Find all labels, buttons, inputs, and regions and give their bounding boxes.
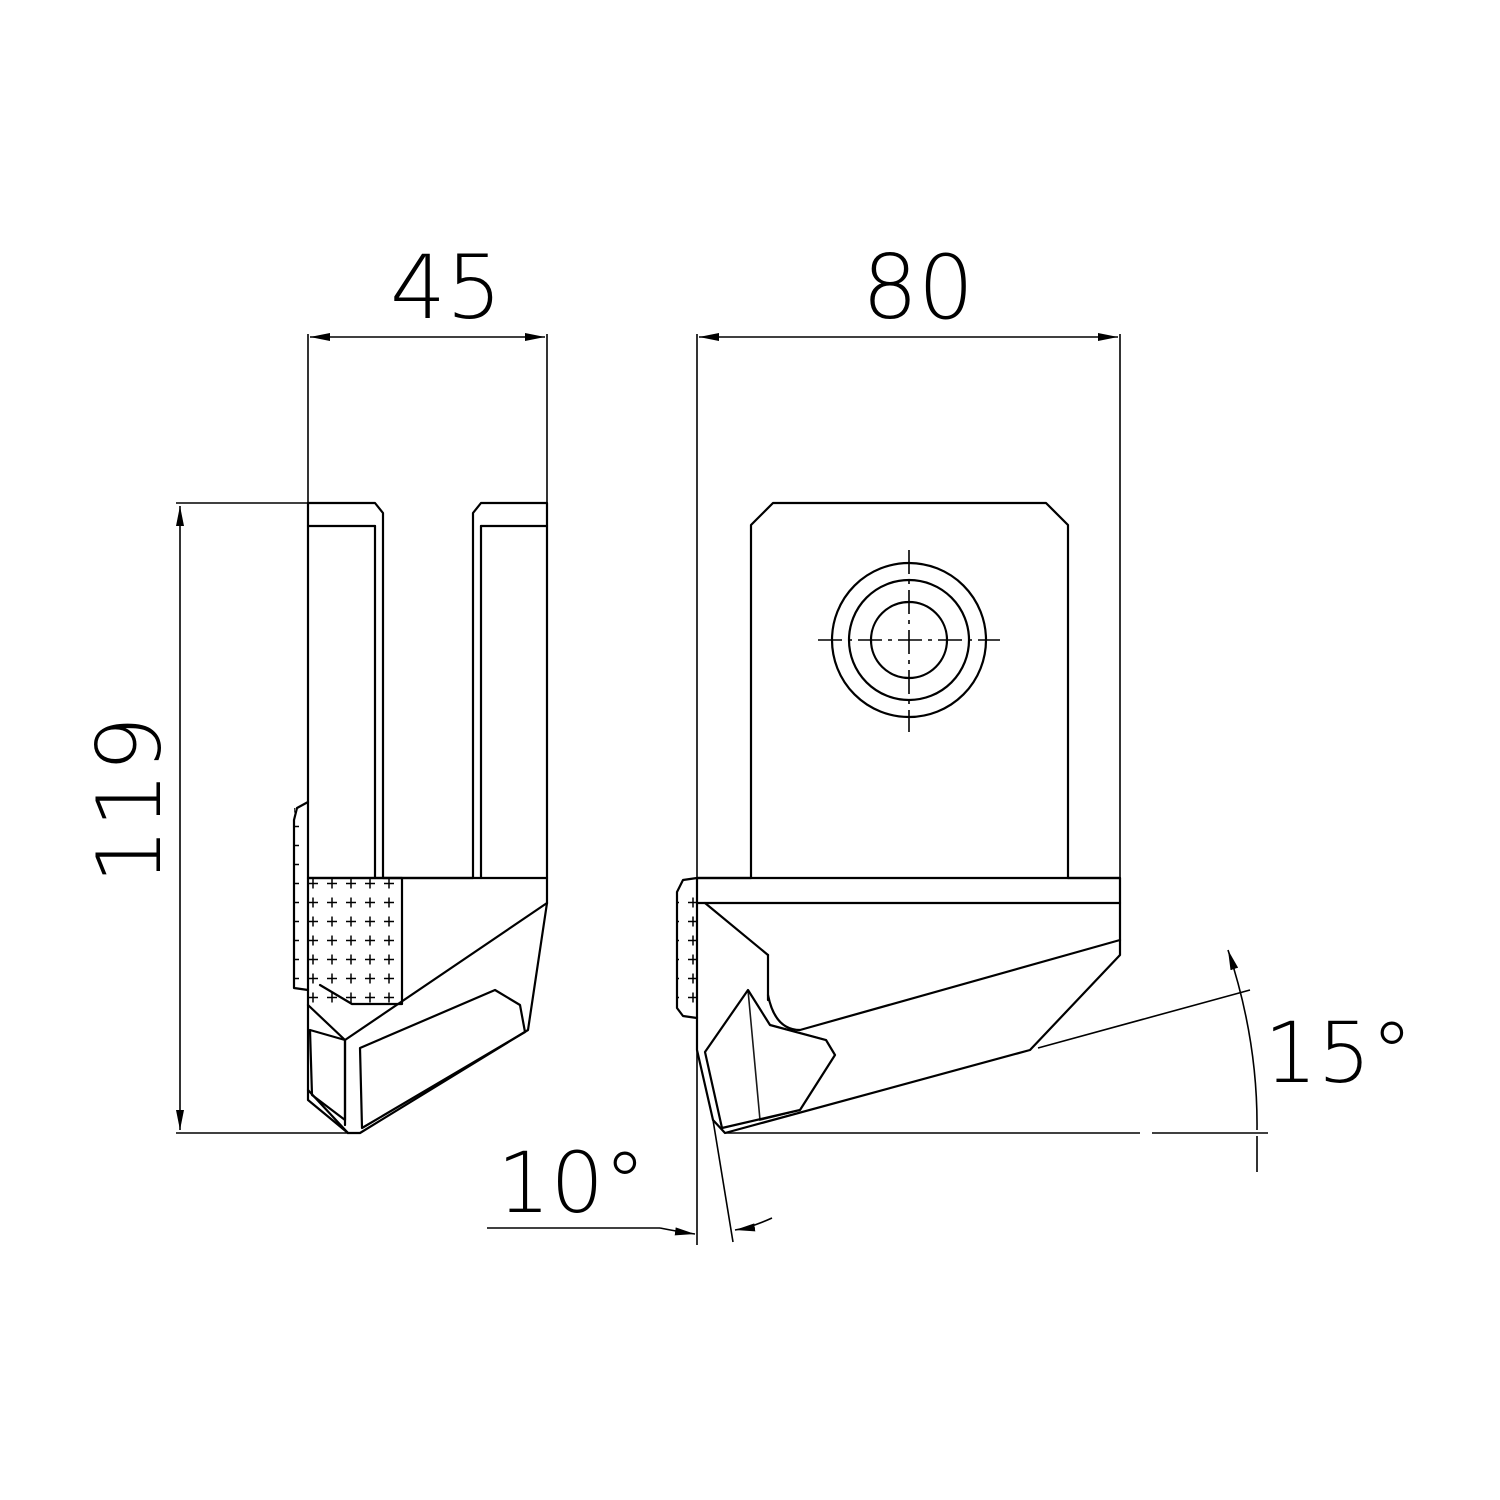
angle-10-arc-right	[734, 1217, 773, 1232]
side-insert-outline	[306, 876, 404, 1006]
front-body	[695, 876, 1122, 1135]
angle-15-slope	[1037, 989, 1251, 1049]
front-tab	[749, 501, 1070, 880]
side-pad-fill	[294, 808, 308, 986]
side-body-line	[306, 1003, 347, 1042]
angle-15-label: 15°	[1264, 1004, 1413, 1102]
side-cutter-hatched	[358, 988, 527, 1130]
angle-10-arc	[659, 1227, 696, 1236]
front-view	[675, 501, 1122, 1135]
front-cutter-crosshatch	[747, 989, 836, 1122]
dim-80-label: 80	[862, 236, 974, 339]
front-body-line	[703, 901, 770, 957]
dim-45-label: 45	[390, 236, 502, 339]
side-view-outline	[306, 501, 549, 1135]
side-view	[292, 501, 549, 1135]
front-pad-fill	[677, 895, 697, 1007]
angle-15-arc	[1227, 949, 1258, 1131]
angle-10-edge	[712, 1119, 734, 1243]
side-cutter-left	[308, 1028, 347, 1122]
dimensions: 45 80 119 10° 15°	[78, 236, 1413, 1245]
side-body-line	[343, 901, 549, 1042]
side-plus-fill	[308, 878, 402, 1004]
dim-119-label: 119	[78, 716, 181, 884]
angle-10-label: 10°	[497, 1134, 646, 1232]
front-body-curve	[766, 938, 1122, 1032]
